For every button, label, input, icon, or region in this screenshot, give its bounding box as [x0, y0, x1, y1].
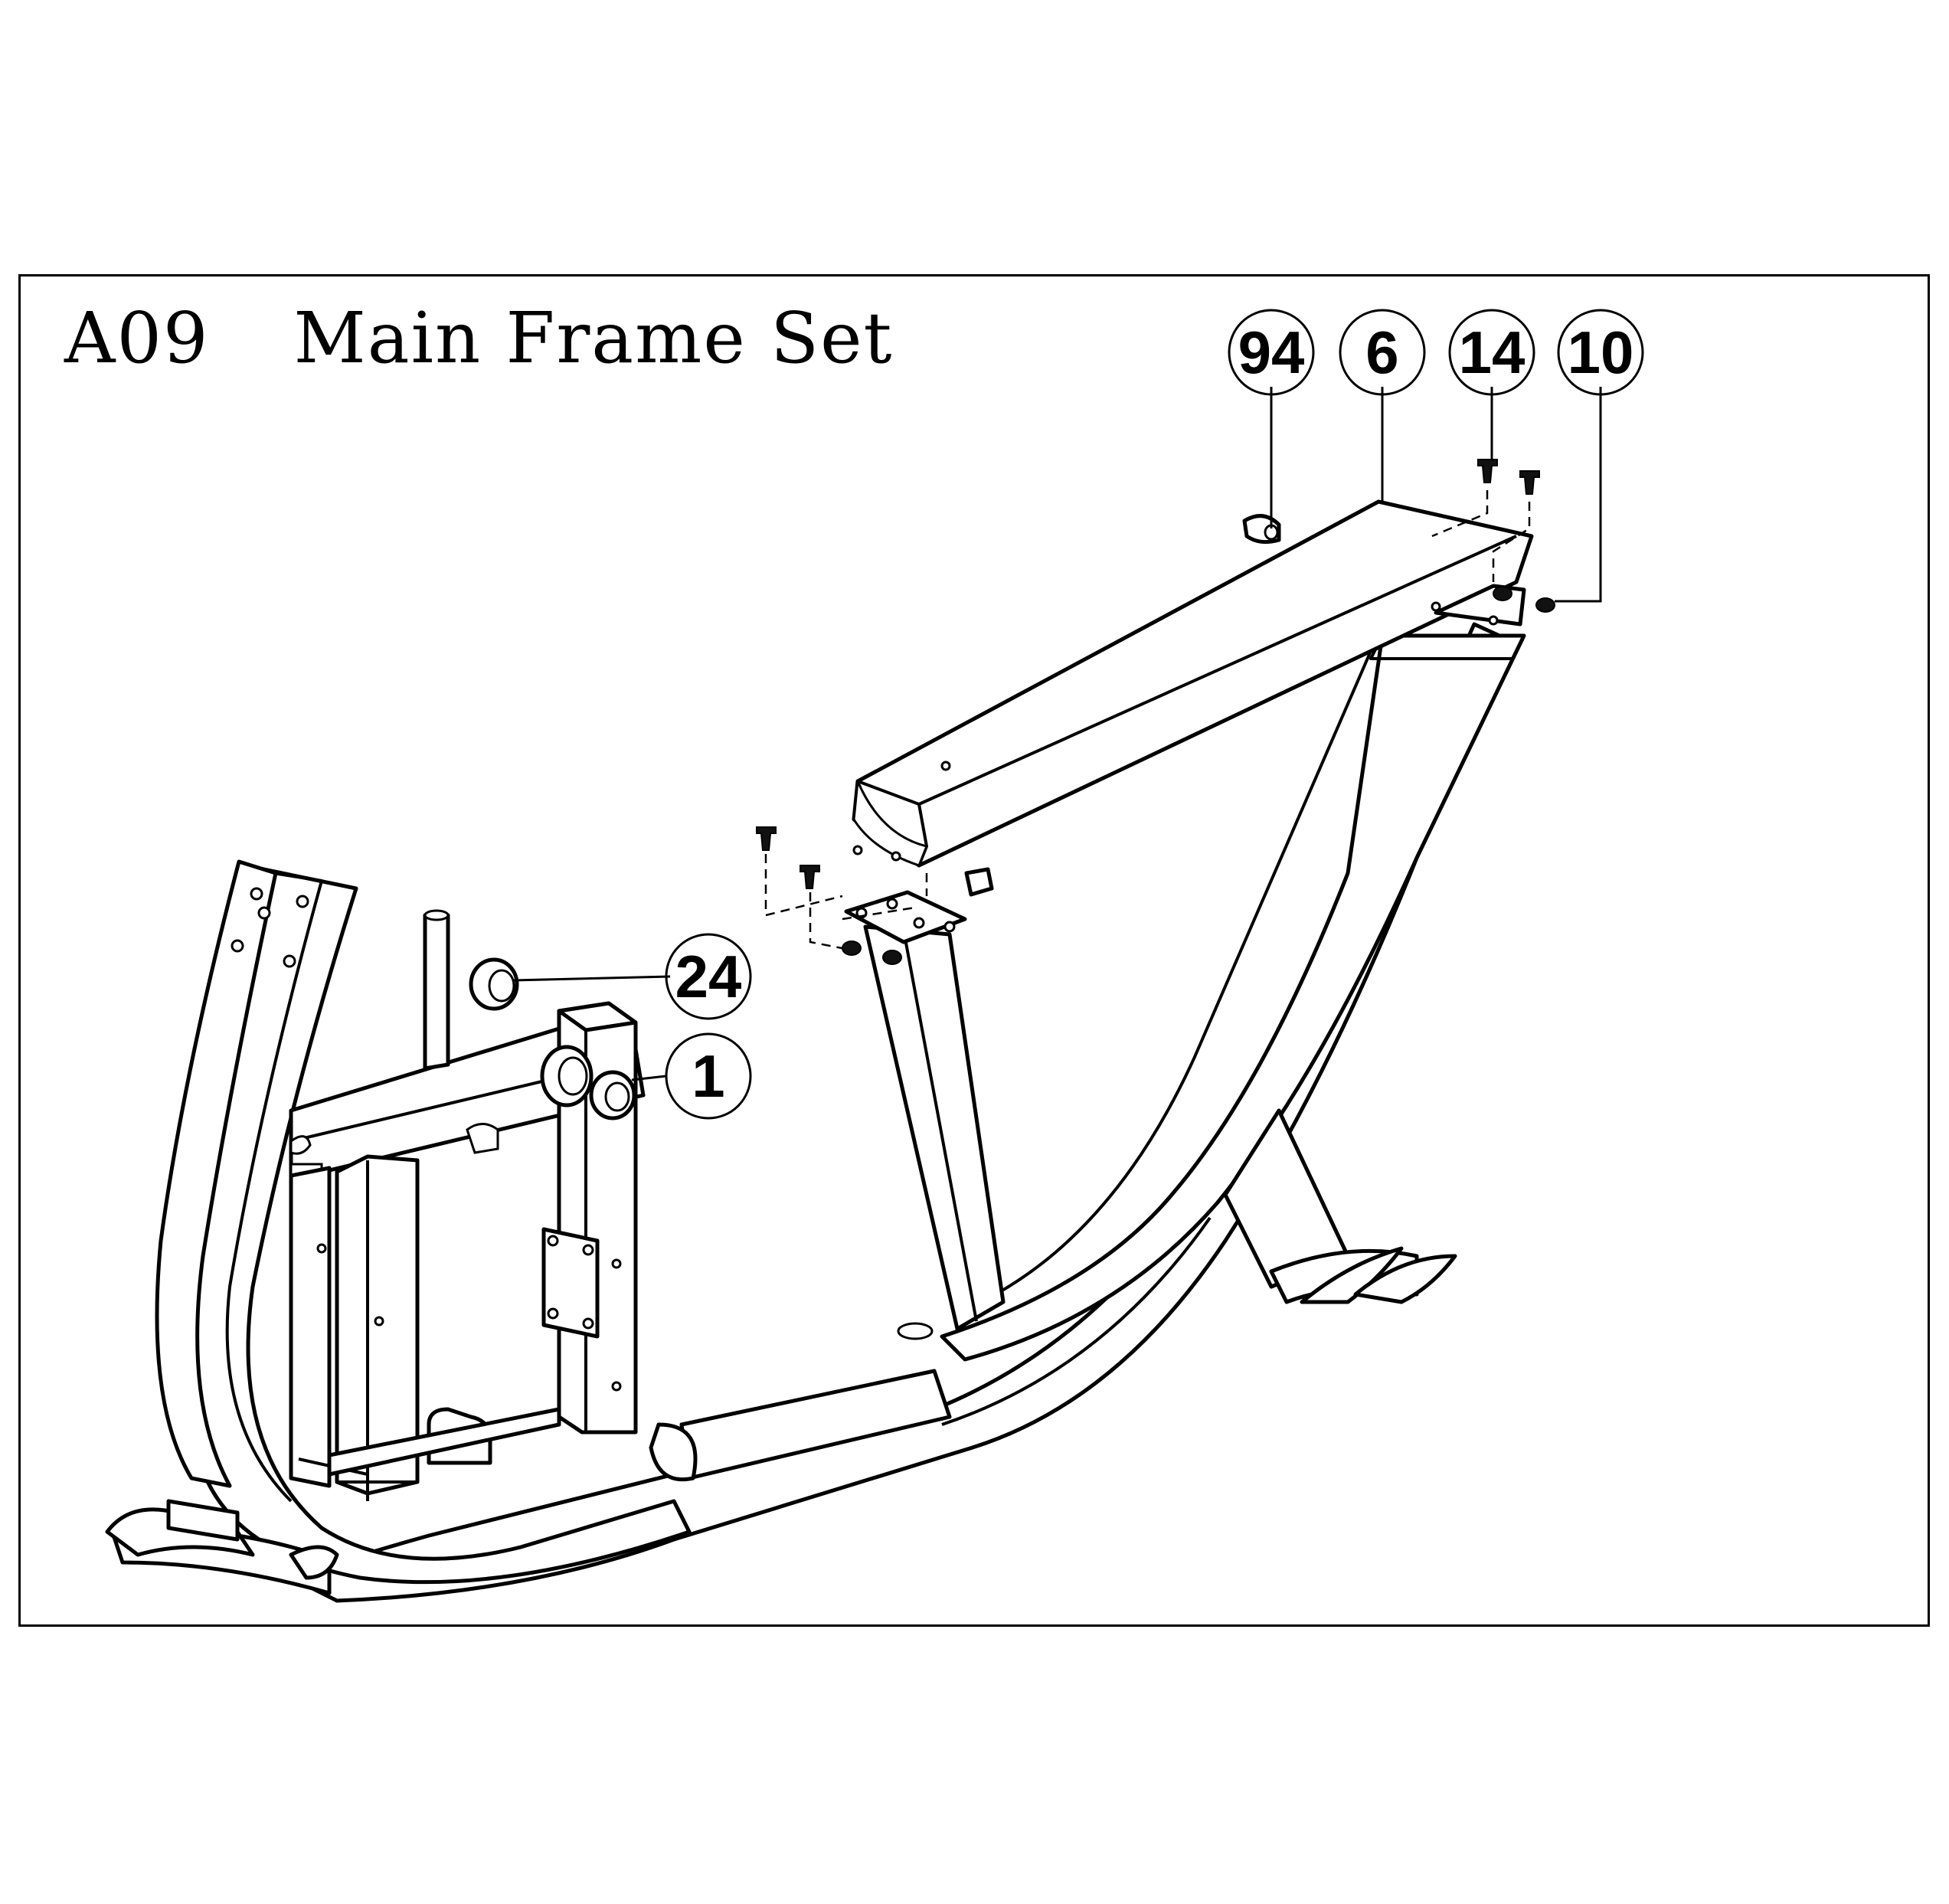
vertical-pin: [423, 909, 450, 1071]
callout-14: 14: [1448, 309, 1535, 396]
diagram-title-text: Main Frame Set: [293, 297, 894, 379]
callout-94-label: 94: [1238, 319, 1305, 386]
callout-1: 1: [665, 1032, 752, 1120]
diagram-title: A09 Main Frame Set: [64, 297, 894, 379]
callout-6-label: 6: [1365, 319, 1398, 386]
callout-10: 10: [1557, 309, 1644, 396]
diagram-code: A09: [64, 297, 210, 379]
callout-6: 6: [1339, 309, 1426, 396]
callout-10-label: 10: [1568, 319, 1634, 386]
callout-24-label: 24: [675, 943, 742, 1010]
callout-24: 24: [665, 933, 752, 1020]
callout-1-label: 1: [692, 1042, 724, 1110]
seat-support-post: [844, 890, 1006, 1331]
front-foot: [105, 1499, 339, 1595]
rear-curved-tube: [155, 859, 309, 1488]
top-beam: [852, 499, 1534, 868]
callout-14-label: 14: [1459, 319, 1526, 386]
leader-lines: [512, 387, 1602, 1081]
center-upright-post: [540, 1001, 638, 1435]
box-frame: [289, 1154, 561, 1501]
callout-94: 94: [1228, 309, 1315, 396]
rear-stabilizer: [1223, 1108, 1457, 1304]
